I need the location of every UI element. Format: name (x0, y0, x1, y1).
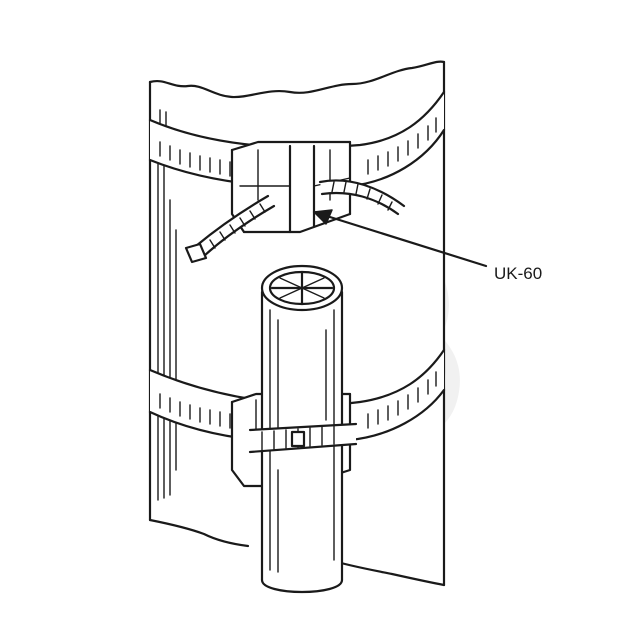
callout-label: UK-60 (494, 264, 542, 283)
callout-arrow (312, 209, 488, 268)
pole-shading (157, 109, 177, 501)
cable-tie-upper (184, 179, 406, 264)
band-over-pipe (248, 422, 358, 454)
